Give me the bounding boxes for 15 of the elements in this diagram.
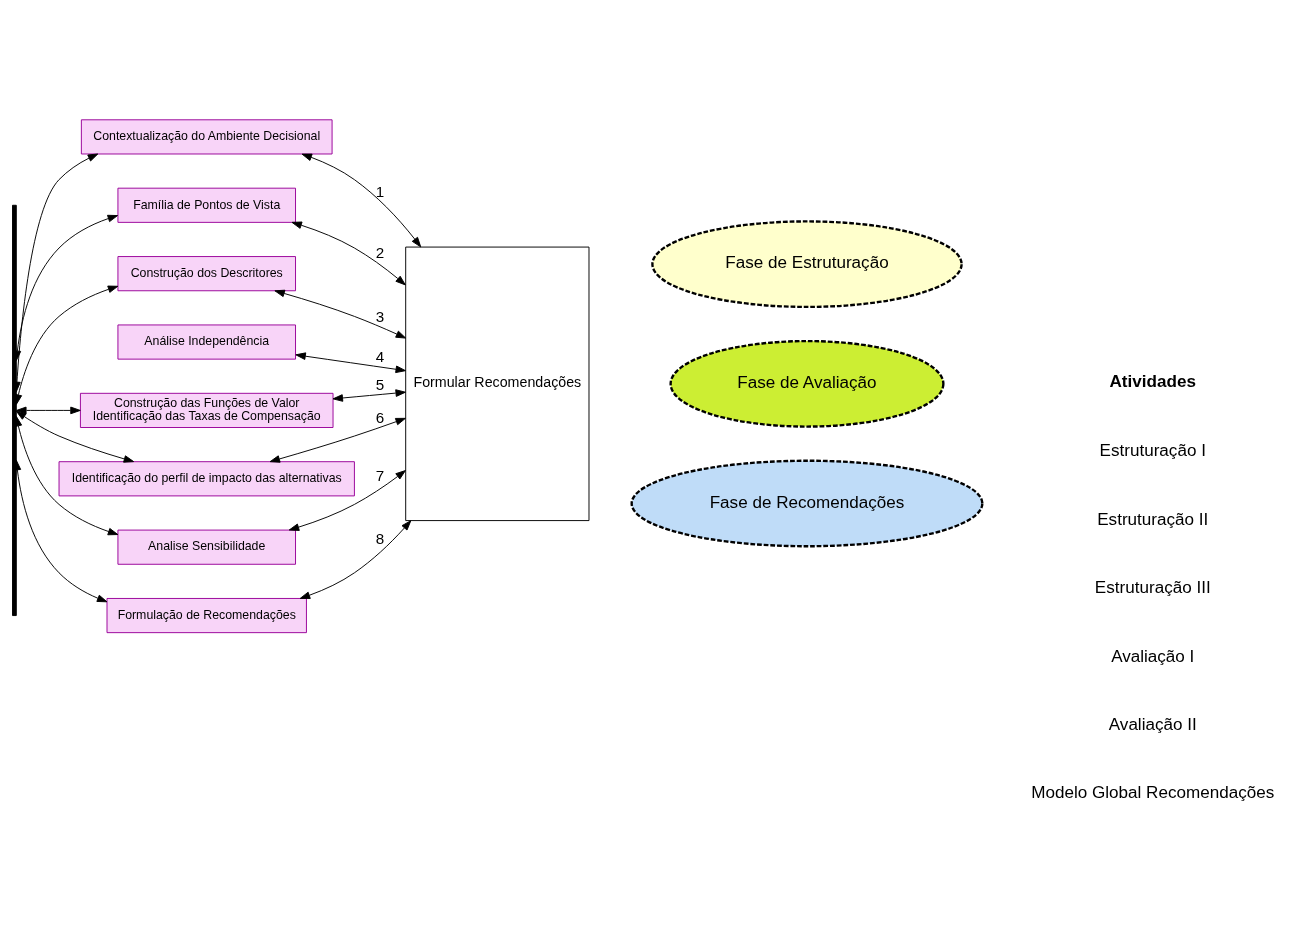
edge-label: 1 (375, 182, 385, 200)
edge-label: 5 (375, 375, 385, 393)
edge-label: 4 (375, 347, 385, 365)
label: Estruturação II (1097, 509, 1209, 529)
label: Modelo Global Recomendações (1031, 782, 1275, 802)
edge-label: 7 (375, 466, 385, 484)
edge-label: 2 (375, 243, 385, 261)
label: Avaliação II (1108, 714, 1197, 734)
edge-label: 6 (375, 408, 385, 426)
label: Atividades (1109, 371, 1196, 391)
label: Estruturação III (1094, 577, 1211, 597)
label: Avaliação I (1111, 646, 1195, 666)
edge-label: 3 (375, 307, 385, 325)
label: Estruturação I (1099, 440, 1206, 460)
edge-label: 8 (375, 529, 385, 547)
